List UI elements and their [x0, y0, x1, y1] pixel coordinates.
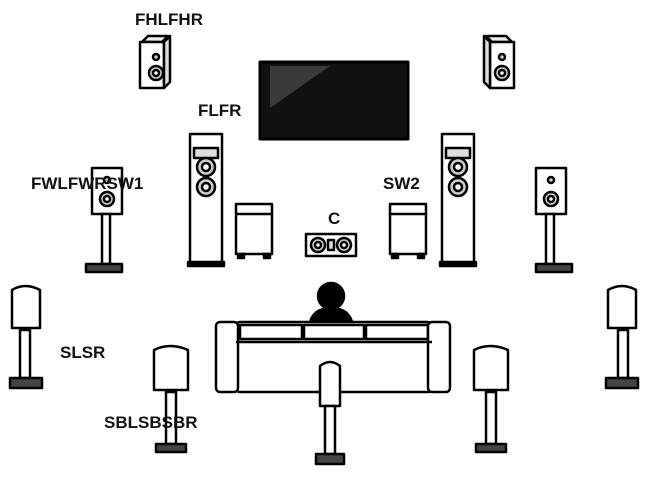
surround-back-center-speaker [314, 360, 346, 466]
front-right-tower-speaker [438, 132, 478, 268]
label-subwoofer-2: SW2 [383, 174, 420, 193]
sofa [214, 320, 452, 394]
front-height-left-speaker [138, 34, 172, 90]
label-surround: SLSR [60, 343, 106, 362]
label-center: C [328, 209, 341, 228]
label-front: FLFR [198, 101, 242, 120]
surround-back-right-speaker [472, 344, 510, 454]
surround-right-speaker [604, 284, 640, 390]
front-left-tower-speaker [186, 132, 226, 268]
front-height-right-speaker [482, 34, 516, 90]
label-front-wide-subwoofer: FWLFWRSW1 [31, 174, 144, 193]
subwoofer-1 [234, 202, 274, 260]
surround-left-speaker [8, 284, 44, 390]
label-surround-back: SBLSBSBR [104, 413, 198, 432]
front-wide-left-speaker [84, 166, 124, 274]
surround-back-left-speaker [152, 344, 190, 454]
tv-screen [258, 60, 410, 141]
front-wide-right-speaker [534, 166, 574, 274]
listener-icon [307, 281, 355, 328]
subwoofer-2 [388, 202, 428, 260]
center-speaker [304, 232, 358, 258]
label-front-height: FHLFHR [135, 10, 203, 29]
